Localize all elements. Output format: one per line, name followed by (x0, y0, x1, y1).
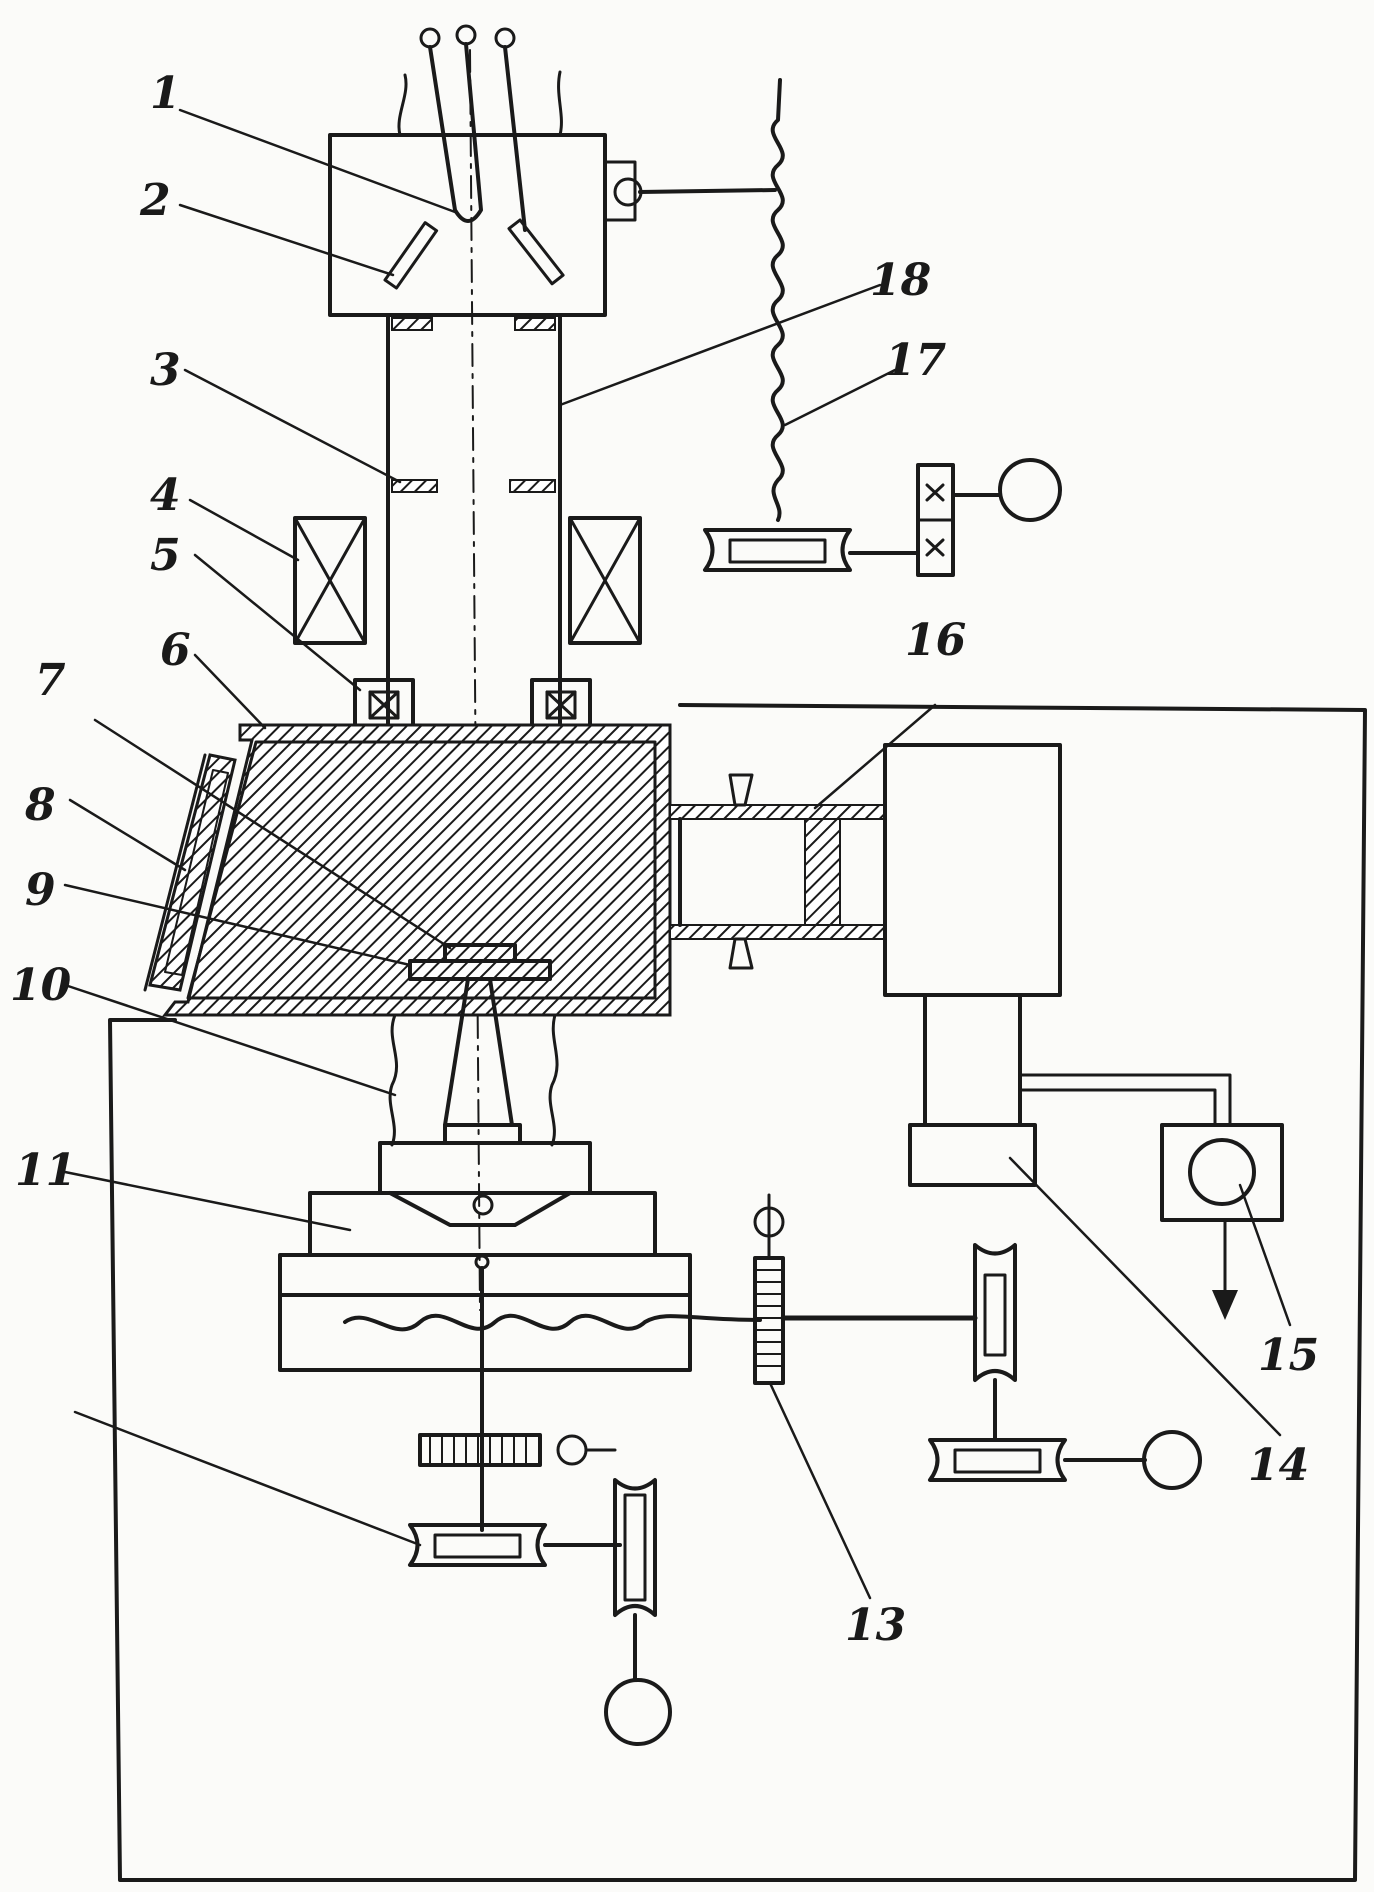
vacuum-system (669, 743, 1284, 1320)
bellows-seal (388, 1013, 559, 1147)
deflection-coils (353, 678, 592, 730)
callout-9: 9 (25, 865, 56, 916)
feed-gear-drive (753, 1193, 1202, 1490)
beam-axis (469, 49, 494, 1311)
gun-positioning-screw (703, 78, 1062, 577)
electron-gun-housing (328, 24, 777, 317)
callout-10: 10 (10, 960, 72, 1011)
callout-3: 3 (150, 345, 181, 396)
callout-2: 2 (139, 175, 171, 226)
working-chamber (143, 723, 672, 1017)
callout-6: 6 (160, 625, 191, 676)
callout-11: 11 (15, 1145, 76, 1196)
focusing-coils (293, 516, 642, 645)
callout-7: 7 (35, 655, 66, 706)
callout-8: 8 (24, 780, 56, 831)
callout-4: 4 (150, 470, 181, 521)
callout-17: 17 (885, 335, 947, 386)
bottom-drive-chain (408, 1433, 672, 1746)
callout-5: 5 (150, 530, 181, 581)
callout-15: 15 (1258, 1330, 1319, 1381)
callout-16: 16 (905, 615, 966, 666)
base-cabinet (108, 703, 1367, 1882)
callout-14: 14 (1248, 1440, 1309, 1491)
callout-labels: 1 2 3 4 5 6 7 8 9 10 11 13 14 15 16 17 1… (10, 68, 1319, 1651)
leader-lines (63, 108, 1292, 1600)
coordinate-table (278, 1141, 762, 1532)
callout-13: 13 (845, 1600, 906, 1651)
callout-1: 1 (150, 68, 181, 119)
callout-18: 18 (870, 255, 931, 306)
electron-column (386, 313, 562, 727)
